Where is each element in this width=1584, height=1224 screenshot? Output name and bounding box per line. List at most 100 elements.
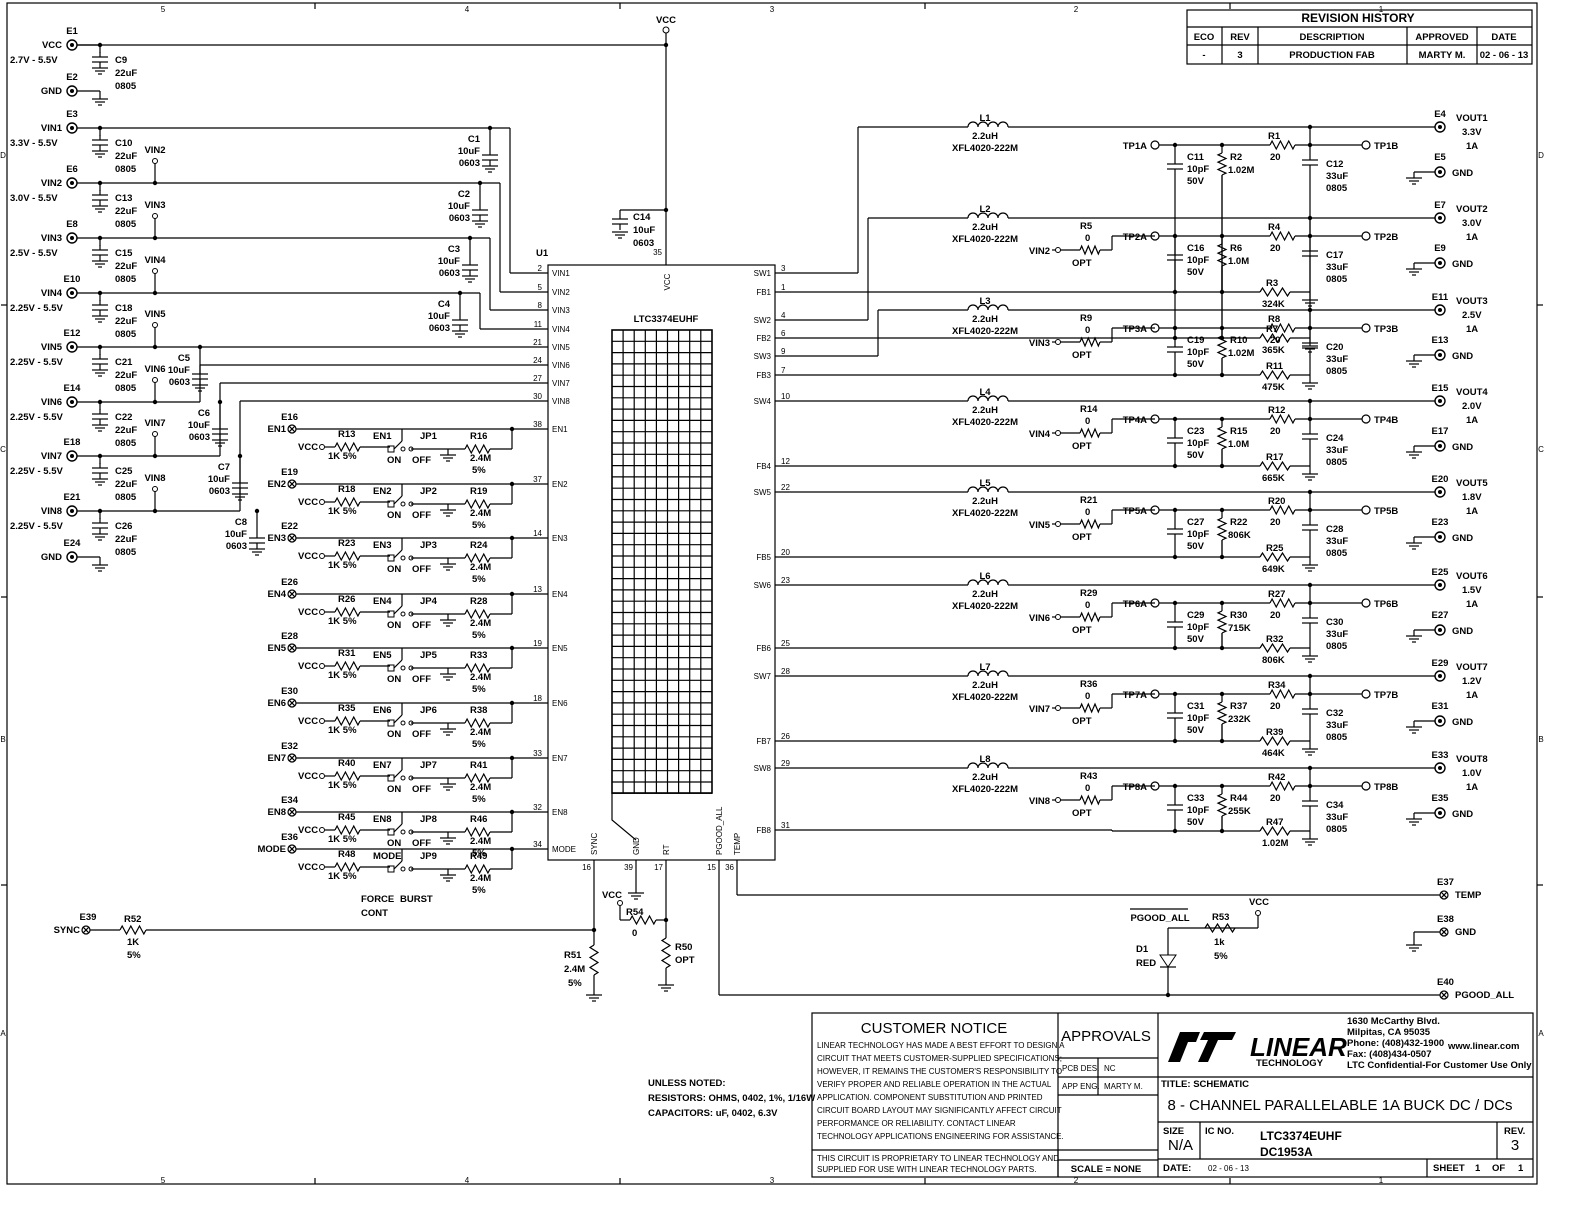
terminal-core: [1438, 125, 1442, 129]
junction-dot: [1219, 507, 1225, 513]
cf-ref: C19: [1187, 335, 1204, 346]
en-rp-val: 2.4M: [470, 782, 491, 793]
wire: [393, 659, 403, 669]
vcc-tap-icon: [319, 499, 325, 505]
range-label: 2.7V - 5.5V: [10, 55, 58, 66]
r52v: 1K: [127, 937, 139, 948]
junction-dot: [1172, 507, 1178, 513]
wire: [967, 670, 1009, 677]
wire: [1259, 642, 1291, 654]
en-net: EN6: [268, 698, 286, 709]
resistor-icon: [1259, 735, 1291, 747]
resistor-icon: [1269, 322, 1296, 334]
wire: [119, 924, 147, 936]
force-label: FORCE: [361, 894, 394, 905]
ground-icon: [1406, 542, 1422, 550]
rt-ref: R34: [1268, 680, 1286, 691]
vcc-tap-icon: [319, 553, 325, 559]
tp-b: TP1B: [1374, 141, 1398, 152]
address-line: Fax: (408)434-0507: [1347, 1049, 1432, 1060]
rev-cell: 3: [1237, 50, 1242, 61]
pin-name: SW8: [754, 764, 772, 773]
vin-tap-icon: [1055, 247, 1061, 253]
en-rp-tol: 5%: [472, 848, 486, 859]
decap-val: 10uF: [448, 201, 470, 212]
wire: [1216, 793, 1228, 817]
vcc-label: VCC: [298, 551, 318, 562]
wire: [1259, 825, 1291, 837]
vout-label: VOUT8: [1456, 754, 1488, 765]
en-rp-ref: R28: [470, 596, 487, 607]
vin-tap: VIN7: [144, 418, 166, 459]
pin-num: 33: [533, 749, 542, 758]
pin-num: 25: [781, 639, 790, 648]
capacitor-icon: [92, 463, 108, 479]
wire: [1216, 243, 1228, 267]
rl-val: 365K: [1262, 345, 1285, 356]
en-r-ref: R18: [338, 484, 355, 495]
vout-label: VOUT1: [1456, 113, 1488, 124]
terminal-core: [1438, 811, 1442, 815]
pin-name: SYNC: [590, 833, 599, 855]
ground-icon: [249, 548, 265, 556]
vcc-label: VCC: [298, 661, 318, 672]
en-rp-tol: 5%: [472, 574, 486, 585]
resistor-icon: [464, 662, 491, 674]
wire: [334, 496, 361, 508]
junction-dot: [152, 508, 158, 514]
pin-name: VIN3: [552, 306, 570, 315]
wire: [629, 914, 657, 926]
decap-val: 10uF: [208, 474, 230, 485]
ground-icon: [92, 315, 108, 323]
ground-icon: [1406, 726, 1422, 734]
term-label: E24: [64, 538, 82, 549]
wire: [1079, 518, 1101, 530]
resistor-icon: [629, 914, 657, 926]
pin-num: 8: [538, 301, 543, 310]
zone-label: 5: [161, 5, 166, 14]
en-rp-ref: R41: [470, 760, 488, 771]
test-point-icon: [1361, 323, 1371, 333]
capacitor-icon: [452, 315, 468, 331]
resistor-icon: [334, 550, 361, 562]
junction-dot: [1172, 463, 1178, 469]
pin-name: EN2: [552, 480, 568, 489]
border-rect: [6, 2, 1538, 1185]
led-icon: [1159, 954, 1177, 968]
jumper-pin-icon: [400, 446, 406, 452]
r5-val: 0: [1085, 691, 1090, 702]
junction-dot: [1219, 600, 1225, 606]
pin-num: 7: [781, 366, 786, 375]
en-rp-ref: R19: [470, 486, 487, 497]
rt-val: 20: [1270, 701, 1281, 712]
resistor-icon: [334, 861, 361, 873]
notice-line: LINEAR TECHNOLOGY HAS MADE A BEST EFFORT…: [817, 1041, 1065, 1050]
wire: [334, 441, 361, 453]
en-jp: JP1: [420, 431, 438, 442]
ground-icon: [440, 783, 456, 791]
junction-dot: [1307, 142, 1313, 148]
tp-b: TP4B: [1374, 415, 1398, 426]
pin-num: 11: [534, 320, 543, 329]
wire: [393, 860, 403, 870]
cf-ref: C16: [1187, 243, 1204, 254]
co-val: 33uF: [1326, 720, 1348, 731]
pin-name: SW5: [754, 488, 772, 497]
junction-dot: [1172, 554, 1178, 560]
pin-name: FB2: [756, 334, 771, 343]
cf-ref: C27: [1187, 517, 1204, 528]
junction-dot: [1165, 992, 1171, 998]
capacitor-icon: [92, 354, 108, 370]
rh-val: 1.0M: [1228, 439, 1249, 450]
en-term: E16: [281, 412, 298, 423]
wire: [967, 121, 1009, 128]
gnd-label: GND: [41, 552, 62, 563]
ground-icon: [440, 454, 456, 462]
co-ref: C12: [1326, 159, 1343, 170]
size-val: N/A: [1168, 1137, 1193, 1154]
